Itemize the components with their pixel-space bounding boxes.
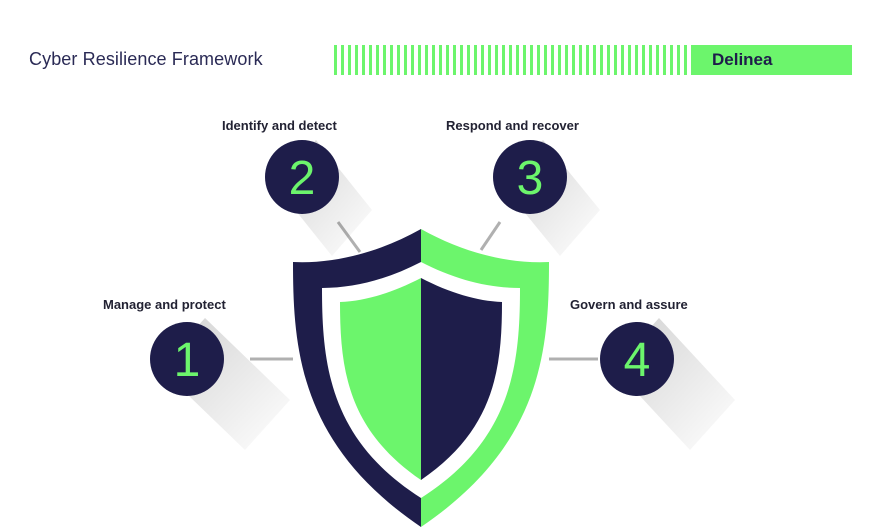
step-4-number: 4 [624,334,651,387]
step-4-circle: 4 [600,322,674,396]
connector-3 [479,221,502,251]
step-2-circle: 2 [265,140,339,214]
brand-bar [694,45,852,75]
step-4-label: Govern and assure [570,297,688,312]
page-title: Cyber Resilience Framework [29,49,263,69]
step-2-label: Identify and detect [222,118,337,133]
shield-icon [293,229,549,527]
connector-lines [250,221,598,361]
step-3-circle: 3 [493,140,567,214]
step-3-label: Respond and recover [446,118,579,133]
step-1-label: Manage and protect [103,297,226,312]
header-stripe-decoration [334,45,694,75]
step-2-number: 2 [289,152,316,205]
step-3-number: 3 [517,152,544,205]
step-1-circle: 1 [150,322,224,396]
brand-logo: Delinea [712,50,773,69]
step-1-number: 1 [174,334,201,387]
